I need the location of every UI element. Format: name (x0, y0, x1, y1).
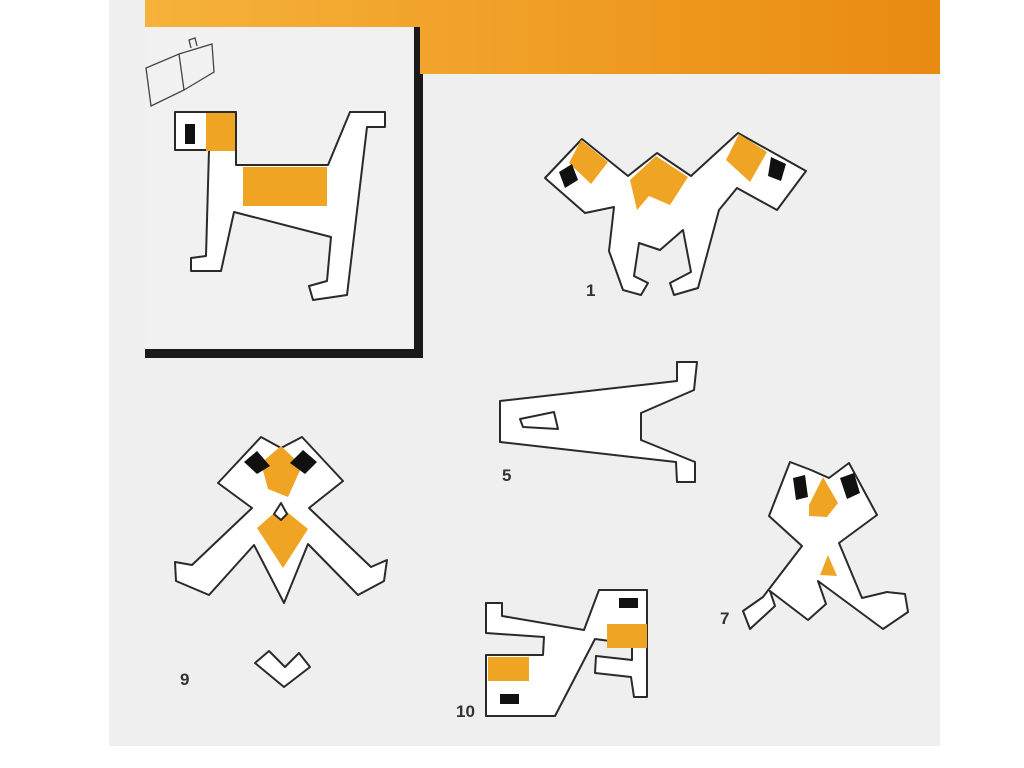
dog-reference (174, 111, 386, 301)
figure-7-label: 7 (720, 609, 730, 628)
chevron-piece (254, 650, 311, 688)
figure-1-label: 1 (586, 281, 596, 300)
figure-9-shape (174, 436, 388, 604)
figure-9-label: 9 (180, 670, 190, 689)
folded-card-icon (145, 37, 215, 107)
puzzle-diagram (145, 0, 940, 717)
figure-10-shape (485, 589, 648, 717)
instruction-sheet: B (109, 0, 940, 746)
inset-border (145, 27, 420, 355)
figure-10-label: 10 (456, 702, 475, 721)
figure-1-shape (544, 132, 807, 296)
figure-5-label: 5 (502, 466, 512, 485)
figure-5-shape (499, 361, 698, 483)
figure-7-shape (742, 461, 909, 630)
